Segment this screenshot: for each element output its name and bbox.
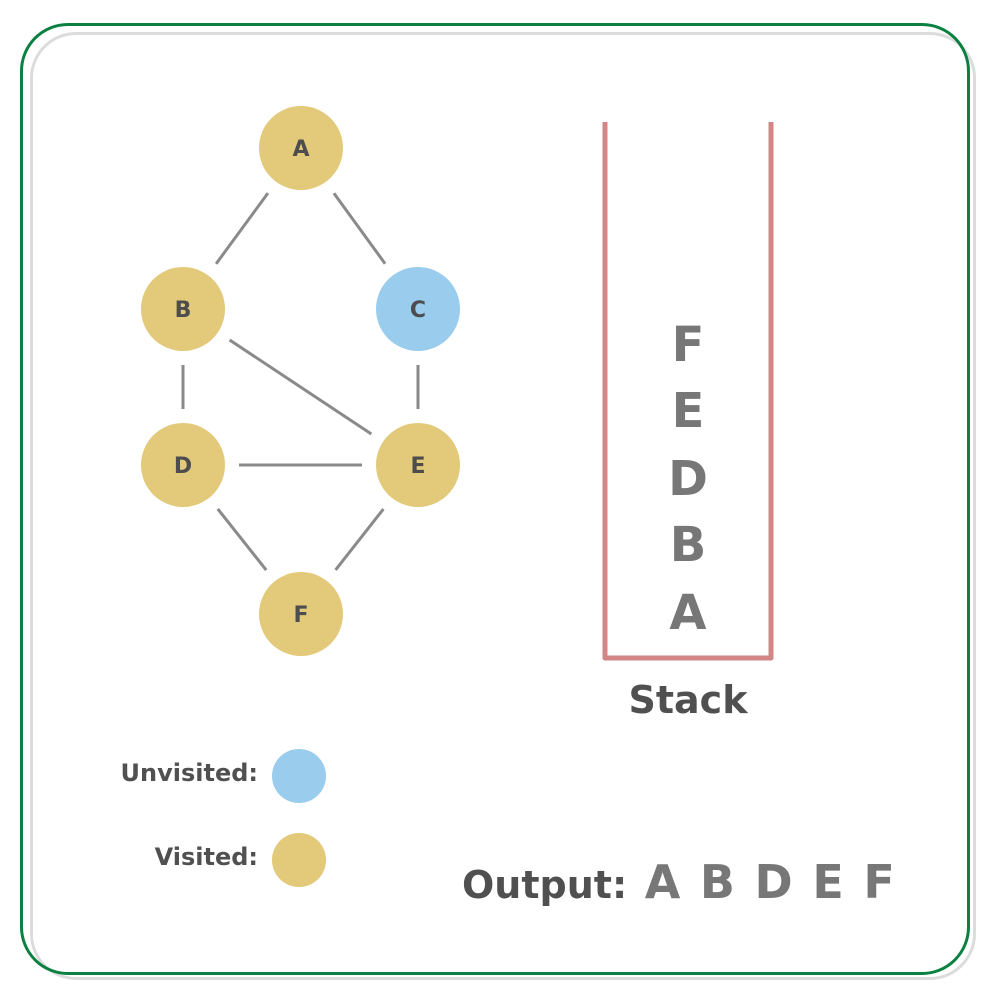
node-circle (141, 267, 225, 351)
outer-shadow-frame (30, 32, 976, 980)
node-B: B (141, 267, 225, 351)
edge-E-F (334, 508, 385, 571)
stack-item: D (668, 451, 708, 507)
edge-A-B (214, 192, 270, 265)
stack-item: A (669, 585, 707, 641)
node-circle (259, 572, 343, 656)
output-item: D (754, 855, 793, 909)
legend-unvisited-label: Unvisited: (120, 759, 258, 787)
edge-B-E (228, 338, 373, 436)
legend-unvisited-swatch (272, 749, 326, 803)
output-item: F (863, 855, 895, 909)
node-label: A (292, 137, 309, 162)
stack-container (602, 122, 774, 661)
output-item: B (699, 855, 735, 909)
stack-item: E (671, 383, 705, 439)
stack-label: Stack (628, 678, 748, 722)
edge-D-F (216, 507, 268, 572)
node-F: F (259, 572, 343, 656)
output-item: E (812, 855, 844, 909)
node-label: F (293, 603, 308, 628)
output-item: A (644, 855, 681, 909)
legend-visited-swatch (272, 833, 326, 887)
output-line: Output: A B D E F (462, 855, 909, 909)
node-circle (376, 423, 460, 507)
node-circle (141, 423, 225, 507)
stack-item: F (671, 317, 705, 373)
node-label: B (175, 298, 192, 323)
node-A: A (259, 106, 343, 190)
legend-visited-label: Visited: (154, 843, 258, 871)
node-label: C (410, 298, 426, 323)
stack-item: B (669, 517, 707, 573)
node-circle (259, 106, 343, 190)
output-label: Output: (462, 863, 628, 907)
node-circle (376, 267, 460, 351)
diagram-frame (20, 23, 970, 975)
edge-A-C (332, 192, 387, 265)
node-label: D (174, 454, 192, 479)
node-C: C (376, 267, 460, 351)
node-label: E (410, 454, 425, 479)
node-E: E (376, 423, 460, 507)
node-D: D (141, 423, 225, 507)
